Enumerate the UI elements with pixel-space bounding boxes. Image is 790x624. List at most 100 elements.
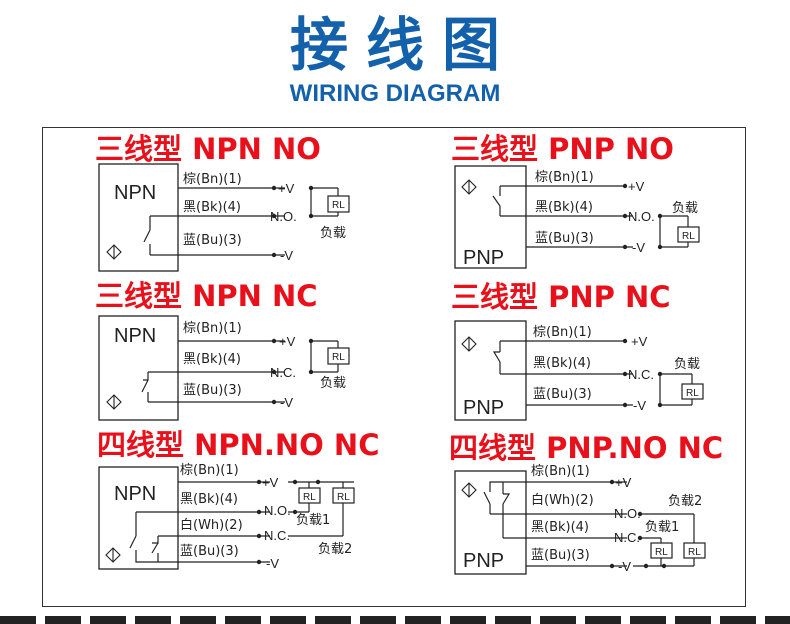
terminal-label: -V xyxy=(618,559,631,574)
sensor-icon xyxy=(461,179,477,195)
sensor-box xyxy=(98,315,179,421)
load-label: 负载1 xyxy=(645,520,679,535)
switch-contact xyxy=(483,481,511,538)
terminal-label: N.O. xyxy=(264,503,291,518)
terminal-label: N.C. xyxy=(270,365,296,380)
terminal-label: +V xyxy=(615,475,632,490)
wires xyxy=(490,481,627,567)
page-subtitle: WIRING DIAGRAM xyxy=(289,80,501,107)
sensor-box xyxy=(454,320,527,421)
load-label: 负载 xyxy=(672,201,698,216)
section-title: 四线型 PNP.NO NC xyxy=(449,431,723,465)
section-pnp-nc: 三线型 PNP NC PNP 棕(Bn)(1) 黑(Bk)(4) 蓝(Bu)(3… xyxy=(451,280,704,421)
sensor-type-label: PNP xyxy=(463,247,504,269)
section-npn-no: 三线型 NPN NO NPN 棕(Bn)(1) 黑(Bk)(4) 蓝(Bu)(3… xyxy=(95,132,350,272)
wire-label: 棕(Bn)(1) xyxy=(533,325,592,340)
terminal-label: +V xyxy=(278,181,295,196)
wire-label: 棕(Bn)(1) xyxy=(183,321,242,336)
wire-label: 蓝(Bu)(3) xyxy=(183,233,242,248)
terminal-label: +V xyxy=(262,475,279,490)
wire-label: 黑(Bk)(4) xyxy=(531,520,589,535)
terminal-dots xyxy=(609,479,667,569)
wire-label: 蓝(Bu)(3) xyxy=(533,387,592,402)
wire-label: 蓝(Bu)(3) xyxy=(535,231,594,246)
rl-label: RL xyxy=(686,388,699,399)
wire-label: 蓝(Bu)(3) xyxy=(531,548,590,563)
switch-contact xyxy=(141,372,149,402)
section-npn-nc: 三线型 NPN NC NPN 棕(Bn)(1) 黑(Bk)(4) 蓝(Bu)(3… xyxy=(95,279,350,421)
sensor-box xyxy=(454,165,527,269)
sensor-icon xyxy=(461,336,477,352)
switch-contact xyxy=(492,341,501,374)
switch-contact xyxy=(492,186,501,216)
sensor-type-label: NPN xyxy=(114,483,156,505)
wire-label: 棕(Bn)(1) xyxy=(531,464,590,479)
terminal-label: -V xyxy=(280,248,293,263)
load-circuit xyxy=(310,187,350,217)
sensor-type-label: NPN xyxy=(114,325,156,347)
terminal-label: +V xyxy=(628,179,645,194)
section-npn-no-nc: 四线型 NPN.NO NC NPN 棕(Bn)(1) 黑(Bk)(4) 白(Wh… xyxy=(97,428,379,571)
rl-label: RL xyxy=(332,200,345,211)
section-pnp-no: 三线型 PNP NO PNP 棕(Bn)(1) 黑(Bk)(4) 蓝(Bu)(3… xyxy=(451,132,700,269)
terminal-label: -V xyxy=(280,395,293,410)
section-title: 四线型 NPN.NO NC xyxy=(97,428,379,462)
wire-label: 棕(Bn)(1) xyxy=(180,463,239,478)
load-circuit xyxy=(288,481,355,537)
load-circuit xyxy=(633,513,706,567)
page-title: 接线图 xyxy=(289,11,518,79)
diagram-frame xyxy=(42,127,746,607)
load-label: 负载 xyxy=(320,226,346,241)
wire-label: 蓝(Bu)(3) xyxy=(183,383,242,398)
wire-label: 蓝(Bu)(3) xyxy=(180,544,239,559)
wire-label: 黑(Bk)(4) xyxy=(533,356,591,371)
sensor-box xyxy=(454,470,527,575)
terminal-label: -V xyxy=(266,556,279,571)
wire-label: 黑(Bk)(4) xyxy=(535,200,593,215)
load-circuit xyxy=(310,340,350,373)
rl-label: RL xyxy=(655,547,668,558)
section-title: 三线型 PNP NO xyxy=(451,132,674,166)
sensor-icon xyxy=(461,482,477,498)
sensor-type-label: PNP xyxy=(463,397,504,419)
terminal-label: N.C. xyxy=(264,528,290,543)
terminal-dots xyxy=(271,185,314,258)
bottom-decorative-strip xyxy=(0,616,790,624)
sensor-icon xyxy=(106,394,122,410)
wire-label: 黑(Bk)(4) xyxy=(183,200,241,215)
wire-label: 黑(Bk)(4) xyxy=(180,492,238,507)
terminal-label: -V xyxy=(632,240,645,255)
wire-label: 黑(Bk)(4) xyxy=(183,352,241,367)
rl-label: RL xyxy=(303,492,316,503)
rl-label: RL xyxy=(337,492,350,503)
terminal-label: N.O. xyxy=(614,506,641,521)
wires xyxy=(150,187,285,256)
terminal-label: N.C. xyxy=(628,367,654,382)
rl-label: RL xyxy=(688,547,701,558)
sensor-box xyxy=(98,466,179,570)
sensor-icon xyxy=(106,244,122,260)
load-circuit xyxy=(659,215,700,248)
load-label: 负载2 xyxy=(318,542,352,557)
rl-label: RL xyxy=(682,231,695,242)
wires xyxy=(148,340,285,403)
load-label: 负载1 xyxy=(296,513,330,528)
switch-contact xyxy=(129,512,159,563)
sensor-box xyxy=(98,163,179,272)
terminal-label: +V xyxy=(279,334,296,349)
load-label: 负载2 xyxy=(668,494,702,509)
section-title: 三线型 PNP NC xyxy=(451,280,671,314)
wire-label: 白(Wh)(2) xyxy=(531,492,594,508)
terminal-label: +V xyxy=(631,334,648,349)
sensor-type-label: PNP xyxy=(463,550,504,572)
rl-label: RL xyxy=(332,352,345,363)
wire-label: 棕(Bn)(1) xyxy=(183,172,242,187)
section-title: 三线型 NPN NO xyxy=(95,132,321,166)
load-label: 负载 xyxy=(320,376,346,391)
terminal-label: N.C. xyxy=(614,530,640,545)
section-pnp-no-nc: 四线型 PNP.NO NC PNP 棕(Bn)(1) 白(Wh)(2) 黑(Bk… xyxy=(449,431,723,575)
wires xyxy=(136,481,270,563)
switch-contact xyxy=(143,216,151,255)
load-circuit xyxy=(659,373,704,406)
